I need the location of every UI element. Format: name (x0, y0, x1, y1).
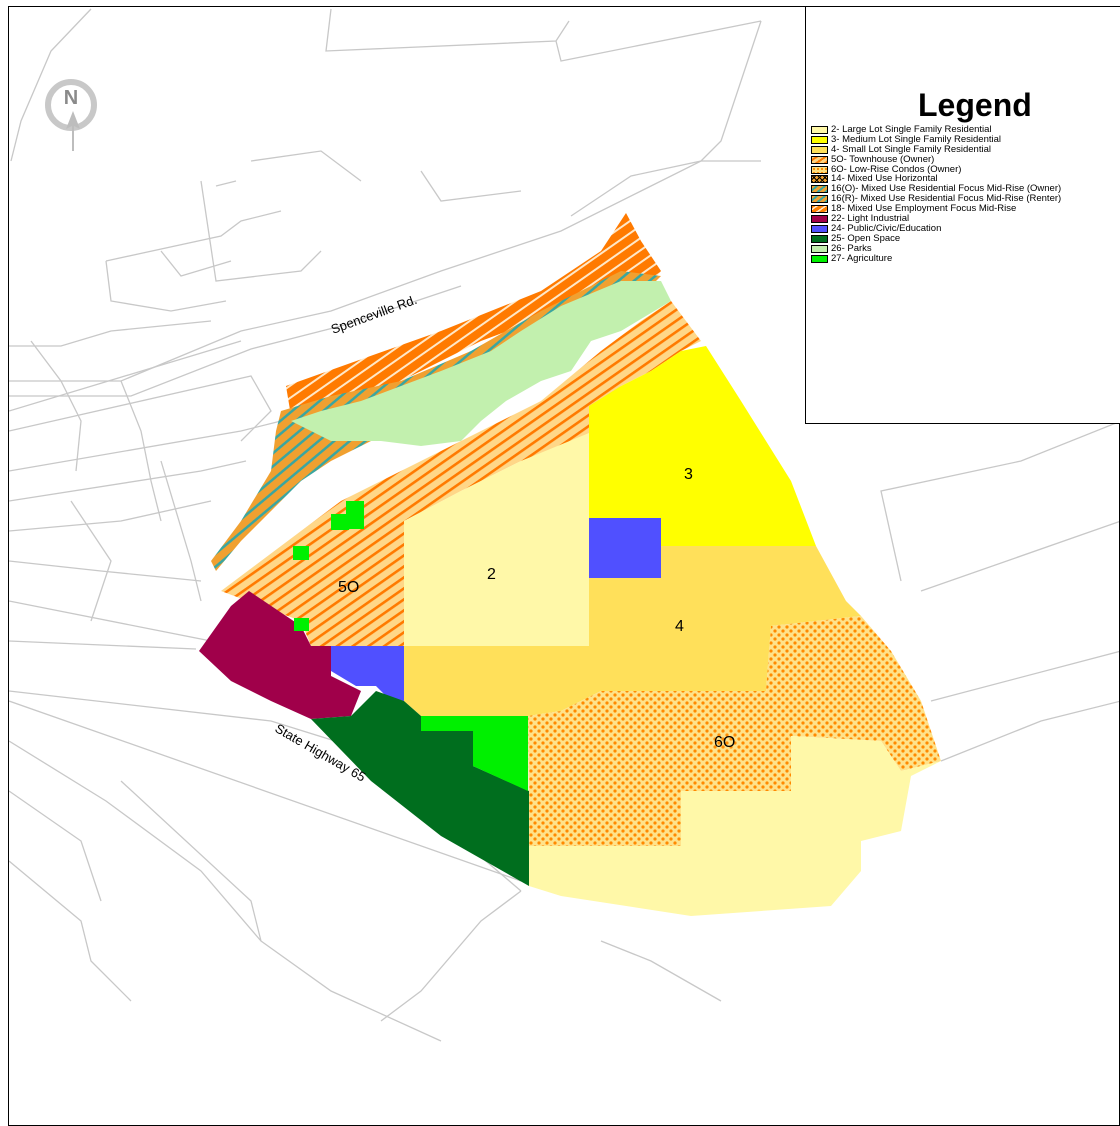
legend-label: 3- Medium Lot Single Family Residential (831, 133, 1002, 145)
road-label-spenceville: Spenceville Rd. (329, 292, 419, 337)
legend-swatch (811, 165, 828, 174)
zone-27-agriculture-parcel-1 (331, 514, 349, 530)
legend-item: 16(O)- Mixed Use Residential Focus Mid-R… (811, 184, 1061, 194)
legend-label: 24- Public/Civic/Education (831, 222, 942, 234)
legend-swatch (811, 205, 828, 214)
zone-24-public-civic-east (589, 518, 661, 578)
legend-label: 5O- Townhouse (Owner) (831, 153, 935, 165)
legend-swatch (811, 185, 828, 194)
land-use-map: N Spenceville Rd. State Highway 65 3 2 5… (9, 8, 1119, 1042)
legend-label: 26- Parks (831, 242, 872, 254)
legend-swatch (811, 175, 828, 184)
legend-swatch (811, 145, 828, 154)
legend-label: 27- Agriculture (831, 252, 893, 264)
zone-label-6o: 6O (714, 734, 735, 751)
legend-item: 5O- Townhouse (Owner) (811, 153, 1061, 165)
legend-item: 6O- Low-Rise Condos (Owner) (811, 163, 1061, 175)
legend-label: 2- Large Lot Single Family Residential (831, 123, 992, 135)
legend-panel: Legend 2- Large Lot Single Family Reside… (805, 6, 1120, 424)
legend-label: 25- Open Space (831, 232, 901, 244)
zone-2-large-lot-south (529, 736, 941, 916)
zone-24-public-civic-west (331, 646, 404, 701)
legend-swatch (811, 195, 828, 204)
land-use-zones (199, 213, 941, 916)
legend-label: 6O- Low-Rise Condos (Owner) (831, 163, 962, 175)
zone-3-medium-lot (589, 346, 816, 546)
legend-swatch (811, 244, 828, 253)
legend-label: 16(R)- Mixed Use Residential Focus Mid-R… (831, 193, 1062, 205)
legend-swatch (811, 214, 828, 223)
zone-27-agriculture-parcel-4 (294, 618, 309, 631)
legend-item: 2- Large Lot Single Family Residential (811, 123, 1061, 135)
legend-swatch (811, 135, 828, 144)
legend-item: 22- Light Industrial (811, 212, 1061, 224)
legend-item: 18- Mixed Use Employment Focus Mid-Rise (811, 204, 1061, 214)
legend-swatch (811, 155, 828, 164)
north-label: N (64, 87, 78, 109)
legend-swatch (811, 234, 828, 243)
zone-25-open-space (311, 691, 529, 886)
zone-label-2: 2 (487, 566, 496, 583)
legend-item: 3- Medium Lot Single Family Residential (811, 133, 1061, 145)
north-arrow: N (45, 79, 97, 151)
legend-item: 24- Public/Civic/Education (811, 222, 1061, 234)
legend-item: 27- Agriculture (811, 252, 1061, 264)
legend-label: 14- Mixed Use Horizontal (831, 173, 938, 185)
zone-22-light-industrial (199, 591, 361, 719)
zone-18-mixed-use-employment (286, 213, 661, 416)
zone-label-5o: 5O (338, 579, 359, 596)
zone-4-small-lot (404, 546, 861, 716)
legend-label: 22- Light Industrial (831, 212, 910, 224)
street-network (9, 8, 1119, 1042)
zone-label-4: 4 (675, 618, 684, 635)
legend-item: 4- Small Lot Single Family Residential (811, 143, 1061, 155)
legend-item: 14- Mixed Use Horizontal (811, 174, 1061, 184)
zone-26-parks (291, 281, 671, 446)
legend-swatch (811, 224, 828, 233)
legend-label: 4- Small Lot Single Family Residential (831, 143, 991, 155)
zone-5o-townhouse (221, 301, 701, 646)
legend-title: Legend (918, 87, 1032, 123)
legend-swatch (811, 254, 828, 263)
legend-item: 16(R)- Mixed Use Residential Focus Mid-R… (811, 194, 1061, 204)
zone-2-large-lot (404, 433, 589, 646)
zone-label-3: 3 (684, 466, 693, 483)
zone-27-agriculture-parcel-2 (346, 501, 364, 529)
legend-item: 26- Parks (811, 242, 1061, 254)
legend-label: 16(O)- Mixed Use Residential Focus Mid-R… (831, 183, 1062, 195)
legend-label: 18- Mixed Use Employment Focus Mid-Rise (831, 203, 1017, 215)
zone-6o-low-rise-condos (528, 616, 941, 846)
legend-item: 25- Open Space (811, 232, 1061, 244)
zone-27-agriculture (421, 716, 528, 791)
zone-27-agriculture-parcel-3 (293, 546, 309, 560)
legend-swatch (811, 125, 828, 134)
